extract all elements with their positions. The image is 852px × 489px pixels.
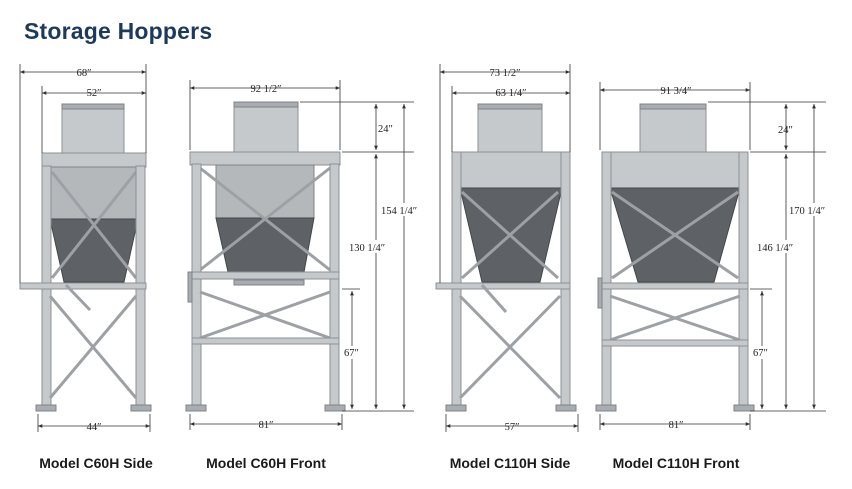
c110h-side-foot-left xyxy=(445,404,467,412)
c60h-side-brace xyxy=(50,171,138,279)
c60h-side-foot-left xyxy=(35,404,57,412)
c110h-side-dim-base: 57″ xyxy=(505,422,520,433)
c60h-front-foot-left xyxy=(185,404,207,412)
c110h-side-slide-gate xyxy=(480,284,508,313)
c110h-front-leg-brace xyxy=(609,294,741,342)
c110h-side-outlet-rail xyxy=(435,282,571,290)
page-title: Storage Hoppers xyxy=(24,18,213,44)
c110h-front-foot-left xyxy=(595,404,617,412)
c110h-side-leg-right xyxy=(560,151,571,411)
c110h-front-caption: Model C110H Front xyxy=(613,455,740,471)
c60h-front-handle xyxy=(187,271,193,303)
c60h-side-slide-gate xyxy=(64,283,92,312)
c110h-side-dim-top-outer: 73 1/2″ xyxy=(490,68,521,79)
c110h-side-inlet-rim xyxy=(477,103,543,110)
c110h-front-inlet xyxy=(639,103,707,155)
c110h-front-lower-rail xyxy=(601,339,749,347)
c60h-side-caption: Model C60H Side xyxy=(39,455,153,471)
c110h-front-dim-total: 170 1/4″ xyxy=(789,206,825,217)
c110h-front-leg-left xyxy=(601,151,612,411)
c110h-front-dim-leg: 67″ xyxy=(753,348,768,359)
c110h-front-dim-upper: 24″ xyxy=(778,125,793,136)
c60h-front-leg-right xyxy=(329,163,340,411)
c60h-front-slide-gate xyxy=(233,279,305,286)
c110h-front-dim-base: 81″ xyxy=(669,420,684,431)
c110h-side-leg-brace xyxy=(458,294,562,400)
c60h-front-dim-total: 154 1/4″ xyxy=(381,206,417,217)
c60h-side-dim-top-outer: 68″ xyxy=(77,68,92,79)
c60h-front-lower-rail xyxy=(191,337,340,345)
c110h-front-inlet-rim xyxy=(639,103,707,110)
c60h-front-dim-upper: 24″ xyxy=(378,124,393,135)
c60h-front-outlet-rail xyxy=(191,271,340,280)
c60h-side-drawing: 68″ 52″ 44″ Model C60H Side xyxy=(19,64,153,471)
c60h-side-dim-top-inner: 52″ xyxy=(87,88,102,99)
c60h-side-outlet-rail xyxy=(19,282,147,290)
c110h-front-leg-right xyxy=(738,151,749,411)
c60h-side-inlet-rim xyxy=(61,103,125,110)
c60h-front-dim-leg: 67″ xyxy=(344,348,359,359)
c60h-front-foot-right xyxy=(324,404,346,412)
c110h-side-caption: Model C110H Side xyxy=(450,455,571,471)
c60h-side-top-rail xyxy=(41,152,147,168)
c60h-side-hopper-cone xyxy=(49,218,139,283)
c110h-front-drawing: 91 3/4″ 24″ 170 1/4″ 146 1/4″ 67″ 81″ Mo… xyxy=(595,82,836,471)
c60h-side-foot-right xyxy=(130,404,152,412)
c60h-front-inlet-rim xyxy=(233,101,299,108)
c110h-side-inlet xyxy=(477,103,543,155)
c60h-front-leg-left xyxy=(191,163,202,411)
c110h-side-drawing: 73 1/2″ 63 1/4″ 57″ Model C110H Side xyxy=(435,64,579,471)
c60h-side-leg-brace xyxy=(48,295,138,399)
c110h-front-handle xyxy=(597,277,603,309)
c110h-front-brace xyxy=(611,190,739,280)
c110h-front-dim-middle: 146 1/4″ xyxy=(757,243,793,254)
c60h-side-dim-base: 44″ xyxy=(87,422,102,433)
c110h-side-hopper-upper xyxy=(451,151,571,189)
c60h-side-inlet xyxy=(61,103,125,155)
c60h-front-brace xyxy=(199,166,331,272)
c60h-front-top-rail xyxy=(189,151,341,166)
c60h-front-drawing: 92 1/2″ 24″ 154 1/4″ 130 1/4″ 67″ 81″ Mo… xyxy=(185,80,428,471)
c60h-front-dim-base: 81″ xyxy=(259,420,274,431)
c60h-front-dim-top: 92 1/2″ xyxy=(251,84,282,95)
c110h-side-brace xyxy=(460,190,560,280)
c60h-front-caption: Model C60H Front xyxy=(206,455,326,471)
c110h-side-foot-right xyxy=(555,404,577,412)
c110h-front-outlet-rail xyxy=(601,282,749,290)
c60h-side-hopper-upper xyxy=(49,166,139,220)
c60h-front-inlet xyxy=(233,101,299,155)
c110h-side-dim-top-inner: 63 1/4″ xyxy=(496,88,527,99)
c110h-side-leg-left xyxy=(451,151,462,411)
c110h-front-foot-right xyxy=(733,404,755,412)
c60h-front-leg-brace xyxy=(199,290,331,340)
c110h-front-dim-top: 91 3/4″ xyxy=(661,86,692,97)
c60h-front-dim-middle: 130 1/4″ xyxy=(349,243,385,254)
c110h-front-hopper-upper xyxy=(601,151,749,189)
